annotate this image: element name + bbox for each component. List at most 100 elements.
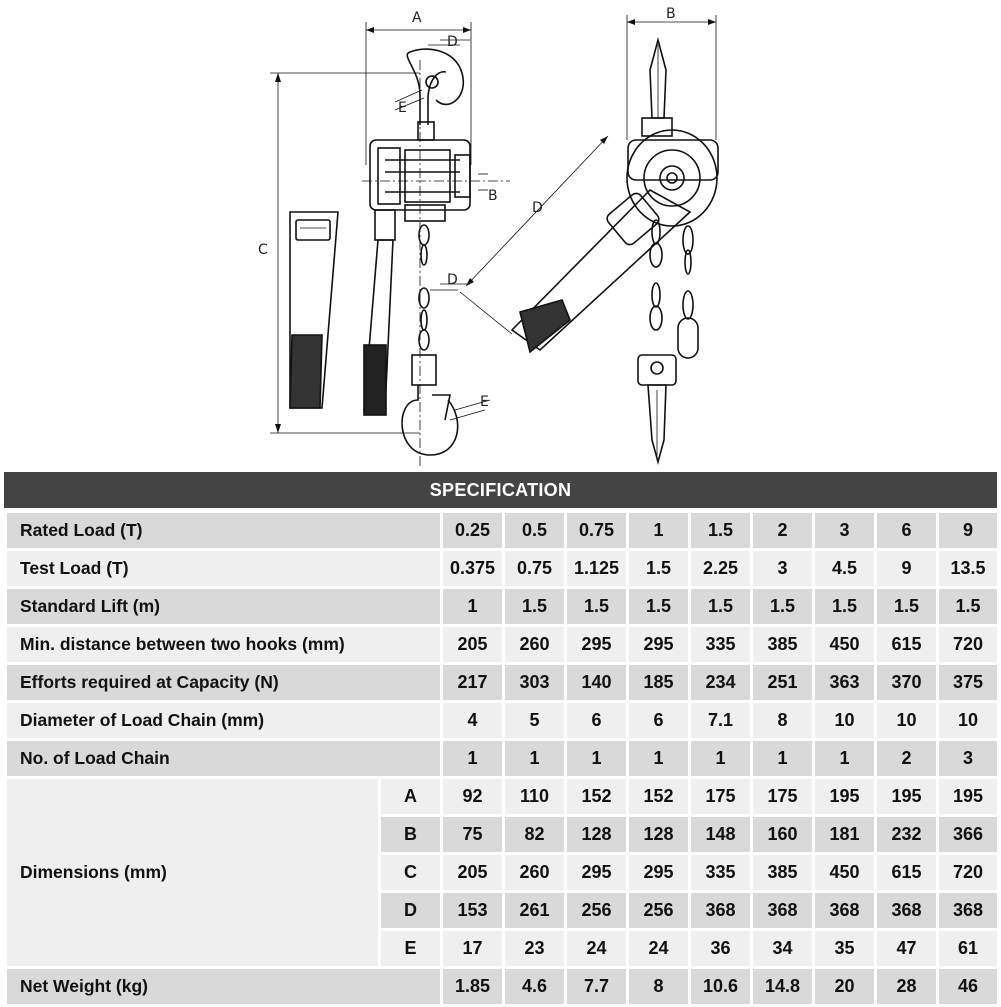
specification-title: SPECIFICATION — [4, 472, 997, 508]
spec-cell: 234 — [688, 662, 753, 703]
spec-cell: 370 — [874, 662, 939, 703]
spec-cell: 1 — [812, 738, 877, 779]
spec-cell: 335 — [688, 624, 753, 665]
spec-cell: 261 — [502, 890, 567, 931]
spec-cell: 17 — [440, 928, 505, 969]
spec-cell: 195 — [874, 776, 939, 817]
spec-cell: 3 — [812, 510, 877, 551]
spec-cell: 3 — [936, 738, 1000, 779]
gearbox-body-side — [362, 60, 510, 468]
spec-cell: 368 — [936, 890, 1000, 931]
spec-cell: 368 — [688, 890, 753, 931]
spec-cell: 10 — [874, 700, 939, 741]
spec-cell: 1.5 — [936, 586, 1000, 627]
spec-row-label: No. of Load Chain — [4, 738, 443, 779]
spec-cell: 128 — [564, 814, 629, 855]
spec-cell: 9 — [874, 548, 939, 589]
spec-cell: 368 — [750, 890, 815, 931]
spec-cell: 175 — [688, 776, 753, 817]
dimension-d-diagonal — [459, 135, 609, 335]
dim-label-e-top: E — [398, 100, 407, 116]
dim-label-b-side: B — [488, 188, 498, 204]
spec-cell: 3 — [750, 548, 815, 589]
spec-cell: 205 — [440, 852, 505, 893]
spec-cell: 1.5 — [812, 586, 877, 627]
top-hook-side — [394, 39, 470, 141]
top-hook-front — [641, 36, 673, 137]
spec-row-label: Rated Load (T) — [4, 510, 443, 551]
spec-cell: 46 — [936, 966, 1000, 1007]
drawing-canvas: A D E B C D E B D — [258, 6, 719, 468]
spec-cell: 5 — [502, 700, 567, 741]
spec-cell: 152 — [564, 776, 629, 817]
dim-label-e-bottom: E — [480, 394, 489, 410]
dim-label-b-top: B — [666, 6, 676, 22]
spec-cell: 385 — [750, 624, 815, 665]
spec-cell: 24 — [626, 928, 691, 969]
spec-cell: 185 — [626, 662, 691, 703]
spec-cell: 110 — [502, 776, 567, 817]
spec-cell: 366 — [936, 814, 1000, 855]
spec-cell: 450 — [812, 624, 877, 665]
spec-cell: 251 — [750, 662, 815, 703]
spec-cell: 35 — [812, 928, 877, 969]
spec-cell: 6 — [626, 700, 691, 741]
spec-row-label: Diameter of Load Chain (mm) — [4, 700, 443, 741]
spec-cell: 363 — [812, 662, 877, 703]
spec-cell: 295 — [564, 852, 629, 893]
dim-label-c: C — [258, 242, 268, 258]
spec-cell: 232 — [874, 814, 939, 855]
spec-cell: 7.1 — [688, 700, 753, 741]
spec-cell: 23 — [502, 928, 567, 969]
spec-cell: 14.8 — [750, 966, 815, 1007]
spec-cell: 195 — [812, 776, 877, 817]
spec-row-label: Test Load (T) — [4, 548, 443, 589]
spec-cell: 295 — [626, 852, 691, 893]
spec-cell: 10 — [812, 700, 877, 741]
spec-cell: 1 — [564, 738, 629, 779]
spec-cell: 1.5 — [688, 510, 753, 551]
spec-cell: 1.5 — [750, 586, 815, 627]
spec-cell: 1 — [626, 738, 691, 779]
dim-label-d-top: D — [447, 34, 458, 50]
spec-cell: 13.5 — [936, 548, 1000, 589]
dimension-key: A — [378, 776, 443, 817]
spec-row-label: Standard Lift (m) — [4, 586, 443, 627]
lever-handle-detached — [289, 211, 339, 409]
spec-cell: 0.75 — [564, 510, 629, 551]
spec-cell: 7.7 — [564, 966, 629, 1007]
spec-row-label: Efforts required at Capacity (N) — [4, 662, 443, 703]
spec-cell: 82 — [502, 814, 567, 855]
spec-cell: 128 — [626, 814, 691, 855]
spec-cell: 6 — [874, 510, 939, 551]
spec-cell: 1.5 — [688, 586, 753, 627]
dimension-key: C — [378, 852, 443, 893]
spec-cell: 47 — [874, 928, 939, 969]
spec-cell: 368 — [812, 890, 877, 931]
spec-cell: 9 — [936, 510, 1000, 551]
spec-cell: 295 — [564, 624, 629, 665]
dimension-key: B — [378, 814, 443, 855]
spec-cell: 375 — [936, 662, 1000, 703]
spec-cell: 720 — [936, 852, 1000, 893]
spec-cell: 6 — [564, 700, 629, 741]
load-chain-side — [418, 224, 470, 351]
spec-cell: 153 — [440, 890, 505, 931]
spec-cell: 24 — [564, 928, 629, 969]
dimension-b — [626, 15, 717, 140]
spec-cell: 385 — [750, 852, 815, 893]
spec-cell: 4 — [440, 700, 505, 741]
spec-cell: 160 — [750, 814, 815, 855]
spec-cell: 175 — [750, 776, 815, 817]
bottom-hook-front — [637, 354, 677, 466]
